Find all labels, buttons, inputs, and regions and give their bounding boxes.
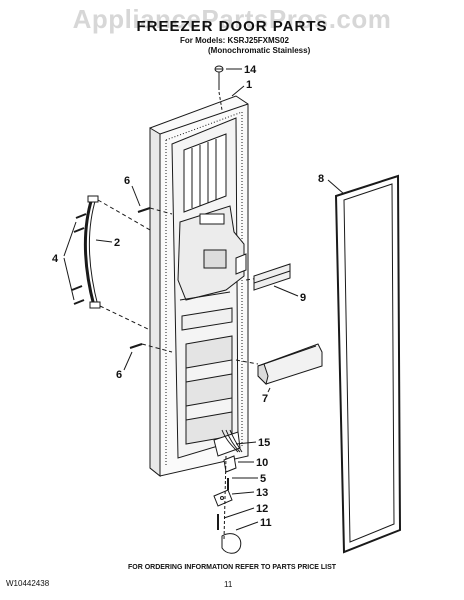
callout-1: 1 [246,79,252,91]
callout-7: 7 [262,393,268,405]
callout-12: 12 [256,503,268,515]
page-number: 11 [224,580,233,589]
dispenser-trim [253,263,291,291]
callout-4: 4 [52,253,59,265]
callout-11: 11 [260,517,272,529]
model-variant: (Monochromatic Stainless) [208,46,311,55]
door-handle [84,195,101,309]
handle-screws [71,213,87,305]
ordering-note: FOR ORDERING INFORMATION REFER TO PARTS … [127,564,337,571]
hinge-axis [223,455,227,541]
callout-15: 15 [258,437,270,449]
callout-14: 14 [244,64,257,76]
callout-6-upper: 6 [124,175,130,187]
screw-6-lower [129,343,143,349]
watermark: AppliancePartsPros.com [72,4,392,34]
callout-2: 2 [114,237,120,249]
callout-8: 8 [318,173,324,185]
screw-14 [214,65,224,90]
callout-6-lower: 6 [116,369,122,381]
screw-6-upper [137,207,151,213]
wire-harness [221,429,243,453]
callout-labels: 14 1 6 8 2 4 9 6 7 15 10 5 13 12 11 [52,64,324,529]
page-title: FREEZER DOOR PARTS [136,18,328,35]
hinge-bracket-13 [213,489,233,507]
callout-5: 5 [260,473,266,485]
document-number: W10442438 [6,579,50,588]
callout-9: 9 [300,292,306,304]
door-gasket [334,174,402,554]
hinge-cover-11 [221,533,242,554]
callout-13: 13 [256,487,268,499]
model-number: For Models: KSRJ25FXMS02 [180,36,289,45]
leader-lines [63,68,345,531]
door-liner [171,117,247,459]
door-bin [257,343,323,385]
callout-10: 10 [256,457,268,469]
